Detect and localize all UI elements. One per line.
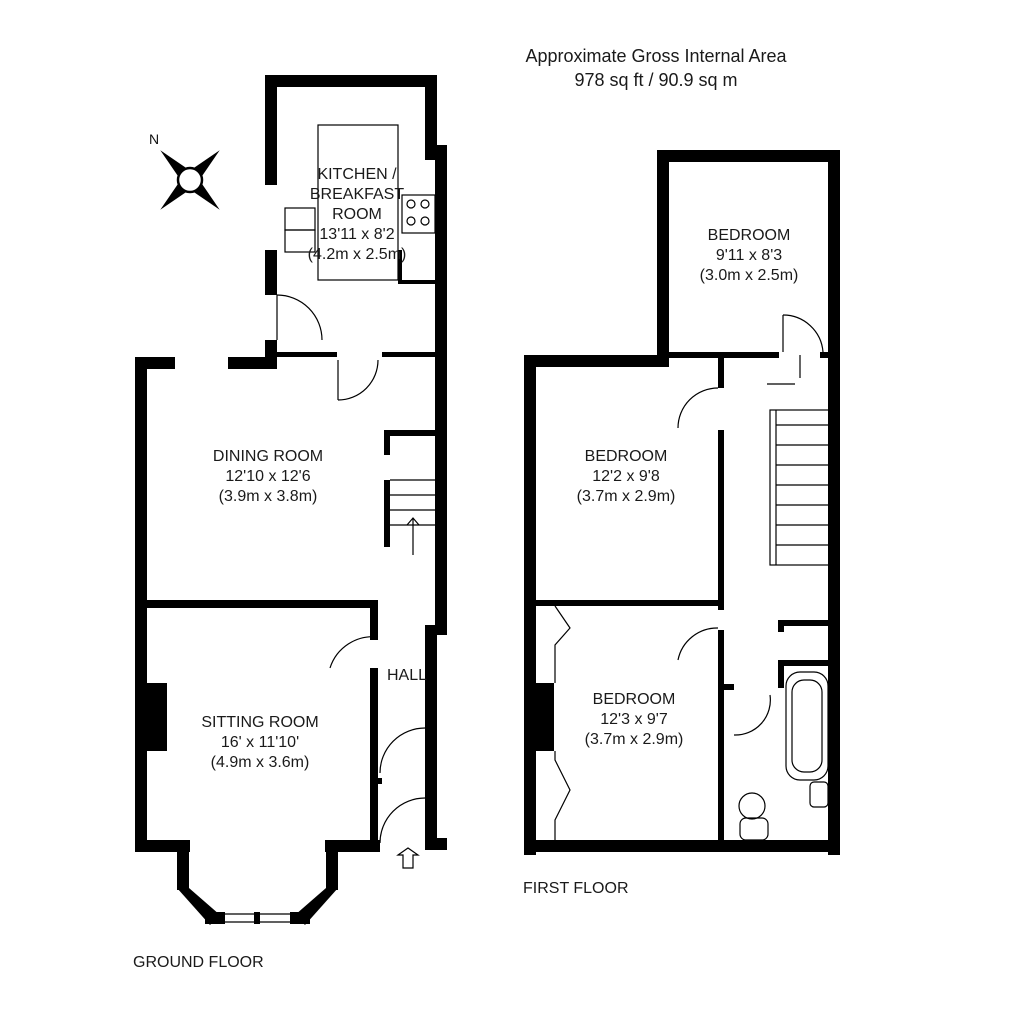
room-label-hall: HALL bbox=[386, 667, 428, 684]
first-floor-fixtures bbox=[554, 155, 831, 847]
room-dimensions-metric: (4.2m x 2.5m) bbox=[307, 246, 407, 263]
room-dimensions-imperial: 12'2 x 9'8 bbox=[592, 468, 660, 485]
ground-floor-walls bbox=[135, 75, 447, 925]
first-floor-label: FIRST FLOOR bbox=[523, 880, 629, 897]
room-dimensions-imperial: 12'3 x 9'7 bbox=[600, 711, 668, 728]
north-label: N bbox=[149, 131, 160, 147]
ground-floor-fixtures bbox=[181, 124, 436, 923]
area-value: 978 sq ft / 90.9 sq m bbox=[574, 70, 738, 90]
room-dimensions-imperial: 16' x 11'10' bbox=[220, 734, 300, 751]
room-dimensions-imperial: 12'10 x 12'6 bbox=[225, 468, 311, 485]
compass-rose-icon bbox=[160, 150, 220, 210]
area-title: Approximate Gross Internal Area bbox=[525, 46, 787, 66]
room-dimensions-imperial: 9'11 x 8'3 bbox=[715, 247, 783, 264]
room-dimensions-metric: (3.7m x 2.9m) bbox=[584, 731, 684, 748]
room-label-bedroom-2: BEDROOM 12'2 x 9'8 (3.7m x 2.9m) bbox=[576, 448, 676, 505]
first-floor-walls bbox=[524, 150, 840, 855]
room-label-dining-room: DINING ROOM 12'10 x 12'6 (3.9m x 3.8m) bbox=[212, 448, 324, 505]
room-label-bedroom-1: BEDROOM 9'11 x 8'3 (3.0m x 2.5m) bbox=[699, 227, 799, 284]
room-label-bedroom-3: BEDROOM 12'3 x 9'7 (3.7m x 2.9m) bbox=[584, 691, 684, 748]
room-dimensions-imperial: 13'11 x 8'2 bbox=[319, 226, 395, 243]
ground-floor-label: GROUND FLOOR bbox=[133, 954, 264, 971]
room-dimensions-metric: (3.9m x 3.8m) bbox=[218, 488, 318, 505]
room-label-sitting-room: SITTING ROOM 16' x 11'10' (4.9m x 3.6m) bbox=[201, 714, 319, 771]
gross-internal-area: Approximate Gross Internal Area 978 sq f… bbox=[525, 44, 786, 92]
room-dimensions-metric: (3.7m x 2.9m) bbox=[576, 488, 676, 505]
room-label-kitchen: KITCHEN / BREAKFAST ROOM 13'11 x 8'2 (4.… bbox=[307, 166, 407, 263]
room-dimensions-metric: (4.9m x 3.6m) bbox=[210, 754, 310, 771]
room-dimensions-metric: (3.0m x 2.5m) bbox=[699, 267, 799, 284]
